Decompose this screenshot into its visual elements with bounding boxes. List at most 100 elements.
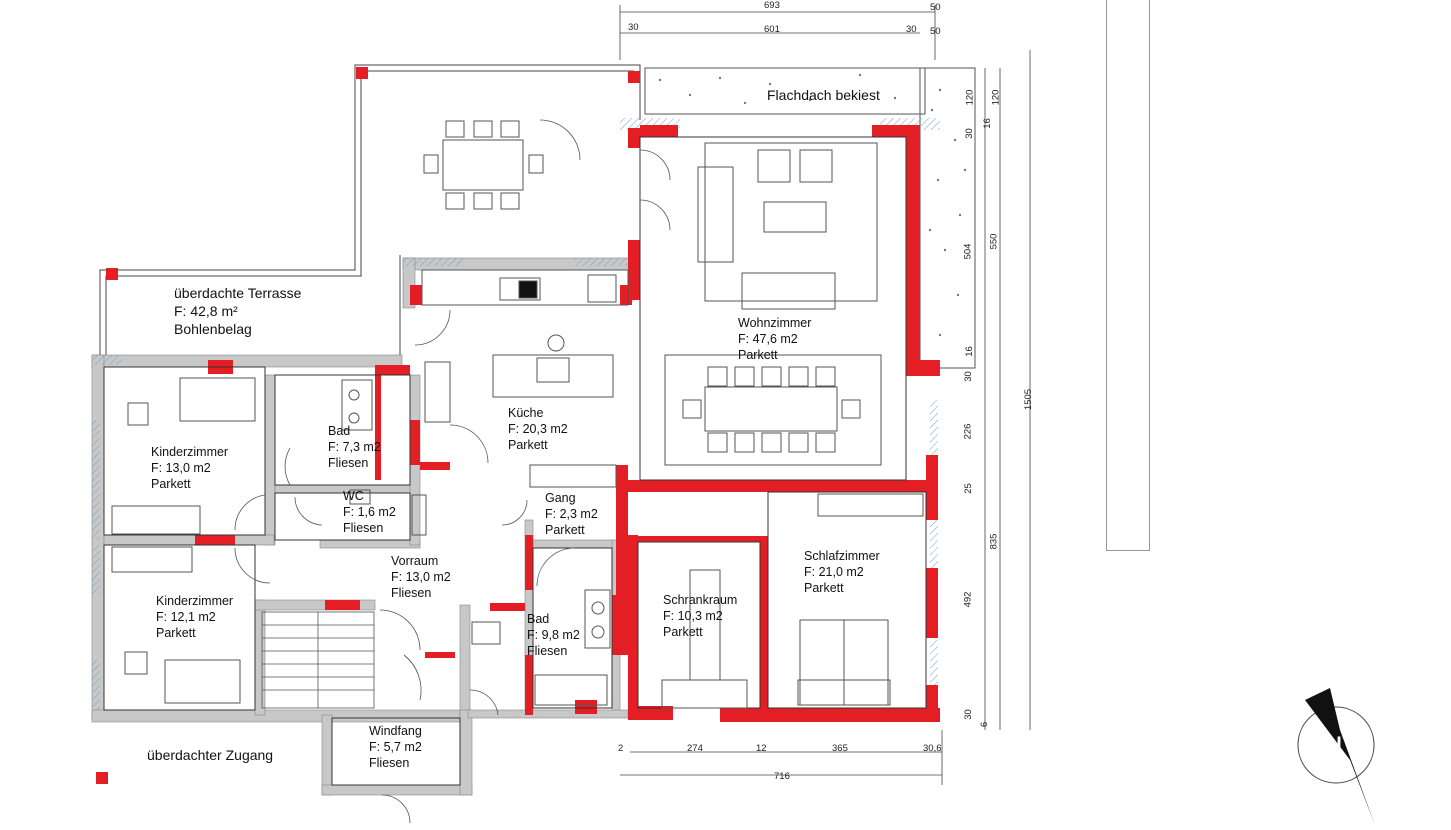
room-label-kitchen: Küche F: 20,3 m2 Parkett	[508, 405, 568, 453]
room-name: Kinderzimmer	[156, 594, 234, 608]
room-floor: Fliesen	[369, 756, 410, 770]
room-name: überdachter Zugang	[147, 747, 274, 763]
dim-bottom-30-6: 30,6	[923, 743, 942, 754]
terrace-post	[628, 71, 640, 83]
room-name: Schrankraum	[663, 593, 738, 607]
sheet-margin-strip	[1106, 0, 1150, 551]
room-label-closet: Schrankraum F: 10,3 m2 Parkett	[663, 592, 737, 640]
dim-top-50: 50	[930, 26, 941, 37]
room-label-bath1: Bad F: 7,3 m2 Fliesen	[328, 423, 381, 471]
dim-bottom-2: 2	[618, 743, 624, 754]
room-name: Bad	[527, 612, 550, 626]
room-floor: Fliesen	[391, 586, 432, 600]
room-area: F: 21,0 m2	[804, 565, 864, 579]
room-name: Schlafzimmer	[804, 549, 880, 563]
kitchen-furniture	[421, 269, 629, 488]
dim-bottom-365: 365	[832, 743, 848, 754]
dim-right-1505: 1505	[1023, 388, 1035, 411]
room-floor: Parkett	[508, 438, 548, 452]
dim-bottom-total: 716	[774, 771, 790, 782]
room-floor: Parkett	[804, 581, 844, 595]
terrace-post	[356, 67, 368, 79]
room-name: Flachdach bekiest	[767, 87, 880, 103]
room-label-living: Wohnzimmer F: 47,6 m2 Parkett	[738, 315, 811, 363]
room-label-terrace: überdachte Terrasse F: 42,8 m² Bohlenbel…	[174, 284, 301, 338]
room-floor: Parkett	[545, 523, 585, 537]
dim-right-30b: 30	[962, 371, 974, 382]
room-area: F: 1,6 m2	[343, 505, 396, 519]
room-area: F: 42,8 m²	[174, 303, 238, 319]
dim-bottom-12: 12	[756, 743, 767, 754]
entrance-post	[96, 772, 108, 784]
dim-right-6: 6	[979, 721, 991, 728]
room-label-foyer: Vorraum F: 13,0 m2 Fliesen	[391, 553, 451, 601]
door-swings	[234, 119, 671, 824]
dim-right-16b: 16	[963, 346, 975, 357]
room-floor: Parkett	[738, 348, 778, 362]
dim-right-550: 550	[988, 233, 1000, 250]
room-name: Küche	[508, 406, 544, 420]
room-area: F: 13,0 m2	[151, 461, 211, 475]
room-label-bath2: Bad F: 9,8 m2 Fliesen	[527, 611, 580, 659]
room-name: überdachte Terrasse	[174, 285, 302, 301]
terrace-post	[106, 268, 118, 280]
dim-right-30: 30	[963, 128, 975, 139]
room-floor: Parkett	[151, 477, 191, 491]
dim-top-30: 30	[906, 24, 917, 35]
room-label-hall: Gang F: 2,3 m2 Parkett	[545, 490, 598, 538]
room-area: F: 12,1 m2	[156, 610, 216, 624]
room-floor: Fliesen	[527, 644, 568, 658]
room-area: F: 9,8 m2	[527, 628, 580, 642]
dim-right-30c: 30	[962, 709, 974, 720]
room-name: Windfang	[369, 724, 422, 738]
living-room-furniture	[664, 142, 882, 466]
north-arrow-icon: N	[1297, 688, 1375, 825]
staircase	[261, 611, 375, 709]
room-area: F: 13,0 m2	[391, 570, 451, 584]
dim-top-total: 693	[764, 0, 780, 11]
room-area: F: 20,3 m2	[508, 422, 568, 436]
room-area: F: 2,3 m2	[545, 507, 598, 521]
bedroom-furniture	[661, 493, 924, 709]
dim-right-492: 492	[962, 591, 974, 608]
room-floor: Fliesen	[343, 521, 384, 535]
room-area: F: 47,6 m2	[738, 332, 798, 346]
room-floor: Parkett	[663, 625, 703, 639]
room-floor: Bohlenbelag	[174, 321, 252, 337]
svg-text:N: N	[1326, 732, 1342, 757]
room-floor: Parkett	[156, 626, 196, 640]
room-name: Wohnzimmer	[738, 316, 812, 330]
room-name: Vorraum	[391, 554, 439, 568]
dim-right-25: 25	[962, 483, 974, 494]
room-label-windfang: Windfang F: 5,7 m2 Fliesen	[369, 723, 422, 771]
dim-right-835: 835	[988, 533, 1000, 550]
dimension-lines	[619, 5, 1031, 785]
dim-top-right: 50	[930, 2, 941, 13]
room-name: Gang	[545, 491, 576, 505]
dim-right-120b: 120	[990, 89, 1002, 106]
room-area: F: 5,7 m2	[369, 740, 422, 754]
dim-top-inner: 601	[764, 24, 780, 35]
room-name: WC	[343, 489, 364, 503]
room-name: Bad	[328, 424, 351, 438]
room-floor: Fliesen	[328, 456, 369, 470]
room-name: Kinderzimmer	[151, 445, 229, 459]
room-label-roof: Flachdach bekiest	[767, 86, 880, 104]
dim-right-16: 16	[981, 118, 993, 129]
outdoor-dining-table	[423, 120, 544, 210]
concrete-walls	[195, 125, 940, 722]
room-label-entrance: überdachter Zugang	[147, 746, 273, 764]
kids-bath-furniture	[111, 377, 611, 706]
room-area: F: 7,3 m2	[328, 440, 381, 454]
room-label-kid2: Kinderzimmer F: 12,1 m2 Parkett	[156, 593, 233, 641]
dim-right-120a: 120	[964, 89, 976, 106]
room-area: F: 10,3 m2	[663, 609, 723, 623]
dim-right-226: 226	[962, 423, 974, 440]
room-label-kid1: Kinderzimmer F: 13,0 m2 Parkett	[151, 444, 228, 492]
room-label-wc: WC F: 1,6 m2 Fliesen	[343, 488, 396, 536]
room-label-bedroom: Schlafzimmer F: 21,0 m2 Parkett	[804, 548, 880, 596]
dim-bottom-274: 274	[687, 743, 703, 754]
dim-right-504: 504	[962, 243, 974, 260]
dim-top-left-offset: 30	[628, 22, 639, 33]
